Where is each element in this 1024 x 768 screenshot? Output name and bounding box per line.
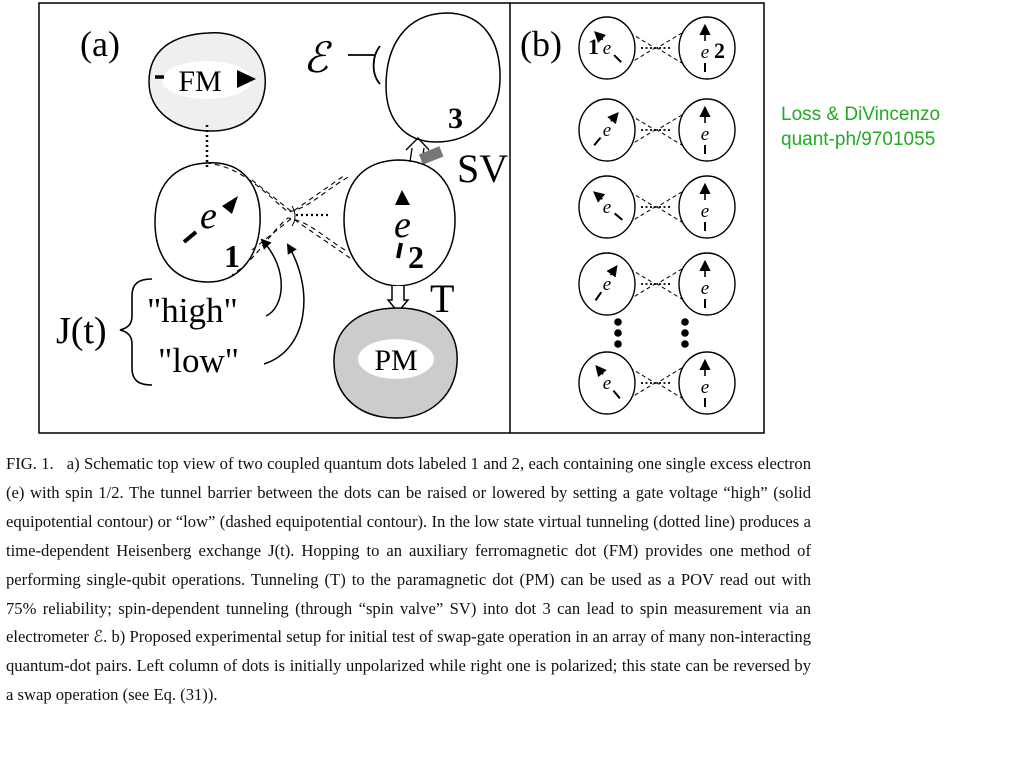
dot-1-spin-arrow-icon (222, 196, 238, 214)
left-electron-label: e (603, 197, 611, 218)
right-dot (678, 16, 736, 80)
right-electron-label: e (701, 278, 709, 299)
left-spin-tail (593, 137, 602, 146)
panel-b-label: (b) (520, 24, 562, 64)
high-arrow-icon (260, 238, 282, 317)
pm-label: PM (374, 344, 417, 377)
figure-canvas: (a) FM ℰ 3 SV e 1 e 2 T PM J(t) (38, 2, 765, 434)
dot-3 (385, 12, 501, 143)
dot-2-number: 2 (408, 239, 424, 275)
left-electron-label: e (603, 120, 611, 141)
right-dot (678, 252, 736, 316)
right-electron-label: e (701, 42, 709, 63)
sv-label: SV (457, 146, 508, 191)
figure-frame (38, 2, 765, 434)
electrometer-symbol: ℰ (303, 36, 333, 82)
sv-arrow-left (409, 147, 413, 163)
reference-arxiv-id: quant-ph/9701055 (781, 129, 936, 150)
low-arrow-icon (263, 243, 305, 365)
right-electron-label: e (701, 377, 709, 398)
pm-dot: PM (333, 307, 458, 419)
j-brace (119, 278, 153, 386)
right-dot (678, 351, 736, 415)
dot-2-spin-arrow-icon (395, 190, 410, 205)
left-dot (578, 16, 636, 80)
left-spin-tail (613, 54, 622, 63)
fm-arrow-icon (237, 70, 256, 88)
dashed-contour (205, 162, 351, 276)
barrier-arc (291, 205, 296, 227)
caption-text: a) Schematic top view of two coupled qua… (6, 454, 812, 705)
reference-authors: Loss & DiVincenzo (781, 104, 941, 125)
left-spin-arrow-icon (595, 365, 607, 378)
dot-1-electron: e (200, 195, 217, 237)
right-electron-label: e (701, 201, 709, 222)
right-dot (678, 98, 736, 162)
dot-2-spin-tail (396, 242, 403, 259)
caption-prefix: FIG. 1. (6, 454, 54, 473)
panel-a-label: (a) (80, 24, 120, 64)
pair-left-number: 1 (588, 34, 599, 59)
left-spin-tail (614, 212, 623, 221)
continuation-dots-left (614, 318, 622, 348)
tunneling-label: T (430, 276, 454, 321)
left-electron-label: e (603, 38, 611, 59)
dot-2-electron: e (394, 204, 411, 246)
left-spin-arrow-icon (607, 112, 619, 125)
figure-caption: FIG. 1. a) Schematic top view of two cou… (6, 450, 811, 710)
left-dot (578, 175, 636, 239)
low-label: "low" (158, 341, 239, 380)
left-spin-tail (612, 390, 621, 399)
reference-note: Loss & DiVincenzo quant-ph/9701055 (781, 102, 940, 152)
left-electron-label: e (603, 373, 611, 394)
left-electron-label: e (603, 274, 611, 295)
electrometer-lead (348, 45, 381, 85)
left-dot (578, 351, 636, 415)
dashed-contour-lower (251, 217, 351, 259)
figure: (a) FM ℰ 3 SV e 1 e 2 T PM J(t) (38, 2, 765, 434)
j-label: J(t) (56, 310, 107, 352)
left-spin-arrow-icon (593, 191, 606, 203)
dot-1-number: 1 (224, 238, 240, 274)
dot-1-spin-tail (182, 230, 198, 244)
high-label: "high" (147, 291, 238, 330)
right-electron-label: e (701, 124, 709, 145)
sv-arrow-head (405, 137, 430, 151)
right-dot (678, 175, 736, 239)
continuation-dots-right (681, 318, 689, 348)
dashed-contour-upper (251, 174, 346, 213)
dot-1 (154, 162, 261, 283)
left-spin-arrow-icon (594, 31, 606, 43)
dot-3-label: 3 (448, 102, 463, 135)
left-spin-arrow-icon (606, 265, 618, 278)
fm-label: FM (178, 65, 221, 98)
left-dot (578, 98, 636, 162)
spin-valve-bar (418, 146, 444, 165)
pair-right-number: 2 (714, 38, 725, 63)
left-dot (578, 252, 636, 316)
fm-dot: FM (148, 32, 266, 132)
left-spin-tail (594, 291, 603, 301)
